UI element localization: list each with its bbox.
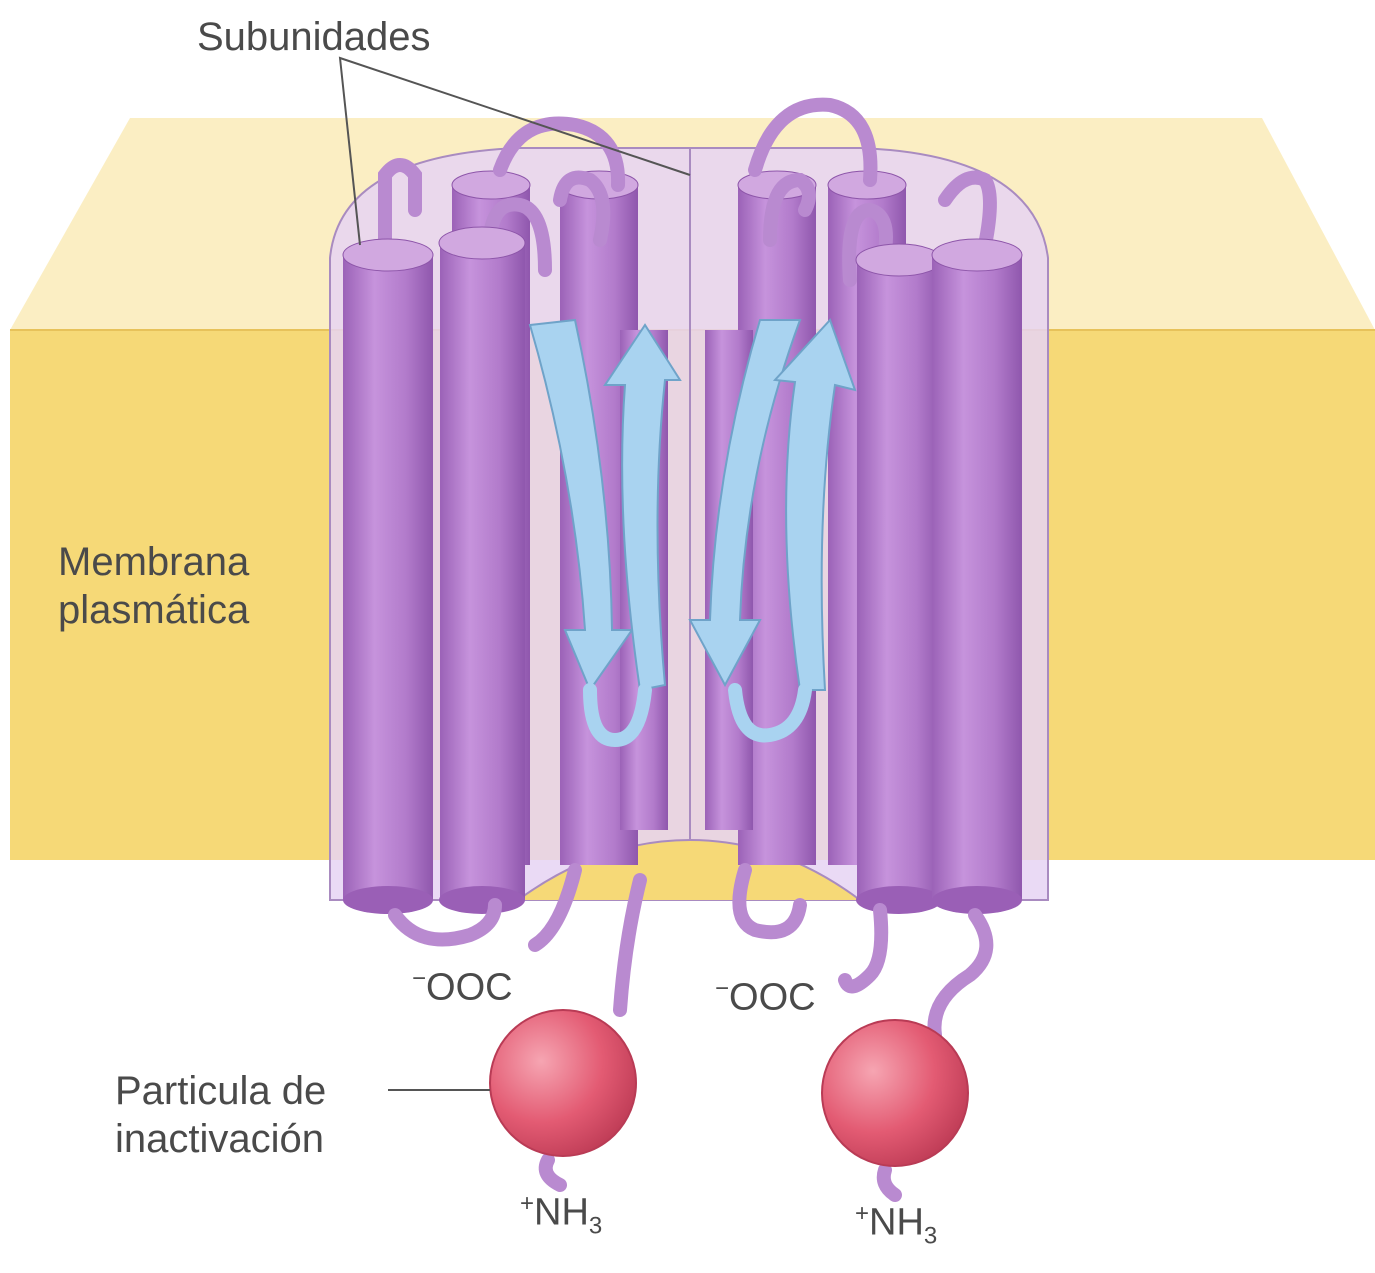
helix-cylinder [932,239,1022,914]
n-terminus-tail [546,1160,560,1185]
nh3-label-left: +NH3 [520,1190,602,1241]
cooh-label-left: −OOC [412,965,513,1011]
particle-label-line1: Particula de [115,1067,326,1115]
helix-cylinder [343,239,433,914]
helix-cylinder [856,244,942,914]
subunits-label: Subunidades [197,13,431,61]
membrane-label: Membrana plasmática [58,538,249,634]
n-terminus-tail [884,1170,895,1195]
inactivation-particle [490,1010,636,1156]
membrane-label-line2: plasmática [58,586,249,634]
particle-label-line2: inactivación [115,1115,326,1163]
particle-label: Particula de inactivación [115,1067,326,1163]
helix-cylinder [439,227,525,914]
inactivation-particle [822,1020,968,1166]
n-terminus-tail [934,915,986,1035]
c-terminus-tail [845,910,881,986]
membrane-label-line1: Membrana [58,538,249,586]
cooh-label-right: −OOC [715,975,816,1021]
nh3-label-right: +NH3 [855,1200,937,1251]
